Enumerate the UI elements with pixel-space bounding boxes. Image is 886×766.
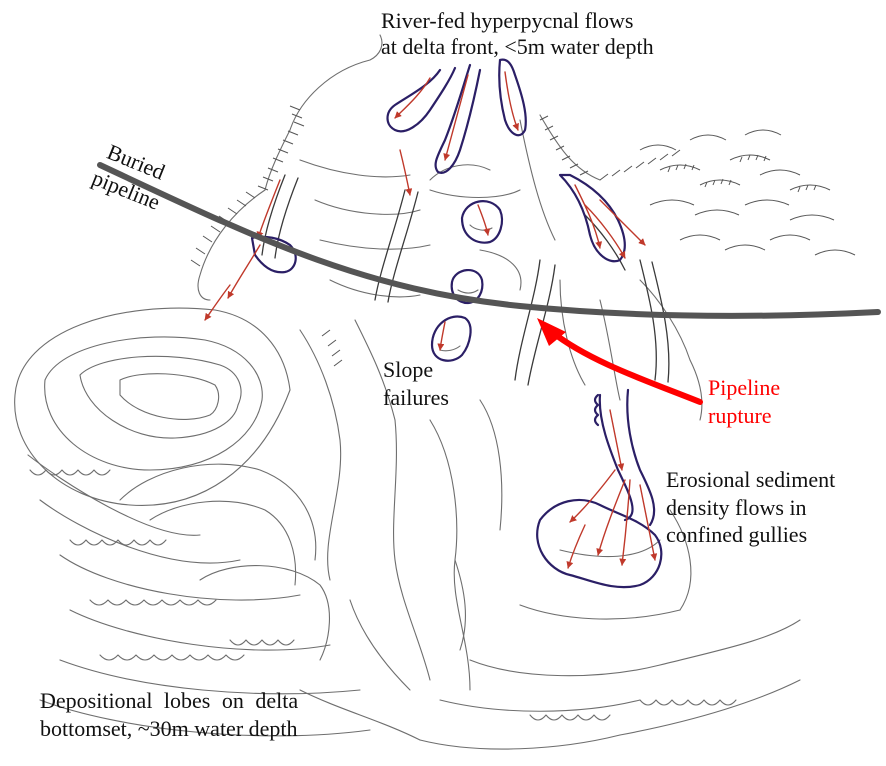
pipeline-rupture-label-line1: Pipeline	[708, 375, 780, 400]
erosional-label-line3: confined gullies	[666, 522, 807, 547]
hyperpycnal-channels	[252, 60, 625, 273]
depositional-label-line2: bottomset, ~30m water depth	[40, 716, 298, 741]
slope-failures-label-line2: failures	[383, 385, 449, 410]
hyperpycnal-label-line2: at delta front, <5m water depth	[381, 34, 654, 59]
erosional-gully-channel	[537, 390, 661, 587]
buried-pipeline	[100, 165, 878, 316]
depositional-lobes-left	[15, 308, 370, 736]
slope-failures-label-line1: Slope	[383, 357, 433, 382]
erosional-label-line2: density flows in	[666, 495, 807, 520]
pipeline-rupture-label-line2: rupture	[708, 403, 772, 428]
distant-ridges	[640, 130, 855, 255]
pipeline-rupture-arrow	[537, 318, 700, 402]
hyperpycnal-label-line1: River-fed hyperpycnal flows	[381, 8, 633, 33]
depositional-label-line1: Depositional lobes on delta	[40, 688, 298, 713]
erosional-label-line1: Erosional sediment	[666, 467, 835, 492]
flow-arrows	[205, 72, 655, 568]
